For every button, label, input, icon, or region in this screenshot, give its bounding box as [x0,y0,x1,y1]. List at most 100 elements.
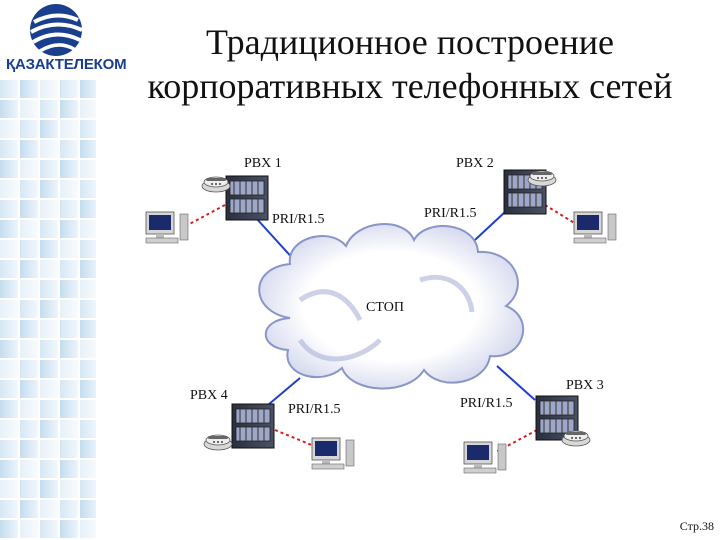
decorative-tile [40,160,58,178]
decorative-tile [20,360,38,378]
pbx-4-phone-icon [203,434,233,451]
pbx-1-cabinet-icon [225,175,269,221]
pbx-3-phone-icon [561,430,591,447]
decorative-tile [0,280,18,298]
decorative-tile [0,120,18,138]
pbx-3-label: PBX 3 [566,378,604,393]
decorative-tile [20,420,38,438]
decorative-tile [60,360,78,378]
decorative-tile [20,280,38,298]
pbx-1-phone-icon [201,176,231,193]
decorative-tile [40,440,58,458]
decorative-tile [40,240,58,258]
decorative-tile [0,420,18,438]
decorative-tile [60,140,78,158]
decorative-tile [0,360,18,378]
decorative-tile [80,460,96,478]
decorative-tile-strip [0,80,96,538]
decorative-tile [20,300,38,318]
decorative-tile [60,420,78,438]
decorative-tile [20,240,38,258]
decorative-tile [80,80,96,98]
decorative-tile [60,240,78,258]
decorative-tile [0,300,18,318]
decorative-tile [60,500,78,518]
decorative-tile [20,320,38,338]
decorative-tile [40,320,58,338]
decorative-tile [80,500,96,518]
decorative-tile [80,140,96,158]
pbx-4-label: PBX 4 [190,388,228,403]
decorative-tile [20,380,38,398]
decorative-tile [40,100,58,118]
decorative-tile [20,180,38,198]
decorative-tile [0,180,18,198]
decorative-tile [60,220,78,238]
decorative-tile [80,360,96,378]
decorative-tile [80,420,96,438]
decorative-tile [0,440,18,458]
decorative-tile [60,120,78,138]
decorative-tile [40,260,58,278]
decorative-tile [60,200,78,218]
decorative-tile [60,460,78,478]
pbx-2-label: PBX 2 [456,156,494,171]
decorative-tile [60,340,78,358]
decorative-tile [80,300,96,318]
pbx-1-link-label: PRI/R1.5 [272,212,325,227]
decorative-tile [40,480,58,498]
pbx-2-pc-icon [573,211,617,244]
decorative-tile [0,500,18,518]
decorative-tile [60,280,78,298]
decorative-tile [80,280,96,298]
decorative-tile [60,400,78,418]
decorative-tile [60,320,78,338]
pbx-2 [503,169,617,244]
trunk-link-pbx3 [496,365,536,401]
decorative-tile [0,80,18,98]
pbx-1 [145,175,269,244]
decorative-tile [40,520,58,538]
decorative-tile [80,260,96,278]
decorative-tile [80,200,96,218]
pbx-3-pc-icon [463,441,507,474]
decorative-tile [0,520,18,538]
decorative-tile [80,320,96,338]
decorative-tile [40,500,58,518]
cloud-label: СТОП [366,300,404,315]
decorative-tile [80,480,96,498]
trunk-link-pbx1 [255,217,297,263]
decorative-tile [60,380,78,398]
decorative-tile [40,80,58,98]
decorative-tile [60,180,78,198]
decorative-tile [80,240,96,258]
decorative-tile [60,520,78,538]
decorative-tile [0,200,18,218]
decorative-tile [40,180,58,198]
decorative-tile [60,260,78,278]
decorative-tile [0,160,18,178]
decorative-tile [0,380,18,398]
decorative-tile [40,200,58,218]
decorative-tile [20,200,38,218]
decorative-tile [20,160,38,178]
decorative-tile [80,400,96,418]
slide-title: Традиционное построение корпоративных те… [100,20,720,108]
pstn-cloud [258,223,525,390]
decorative-tile [40,380,58,398]
decorative-tile [20,400,38,418]
decorative-tile [20,140,38,158]
decorative-tile [60,300,78,318]
page-number: Стр.38 [679,519,714,533]
decorative-tile [40,220,58,238]
local-link-pbx1-pc [181,204,226,229]
decorative-tile [40,300,58,318]
title-line-2: корпоративных телефонных сетей [147,66,673,106]
decorative-tile [80,440,96,458]
decorative-tile [40,140,58,158]
decorative-tile [40,460,58,478]
globe-logo-icon [30,4,83,56]
pbx-4-pc-icon [311,437,355,470]
decorative-tile [40,280,58,298]
